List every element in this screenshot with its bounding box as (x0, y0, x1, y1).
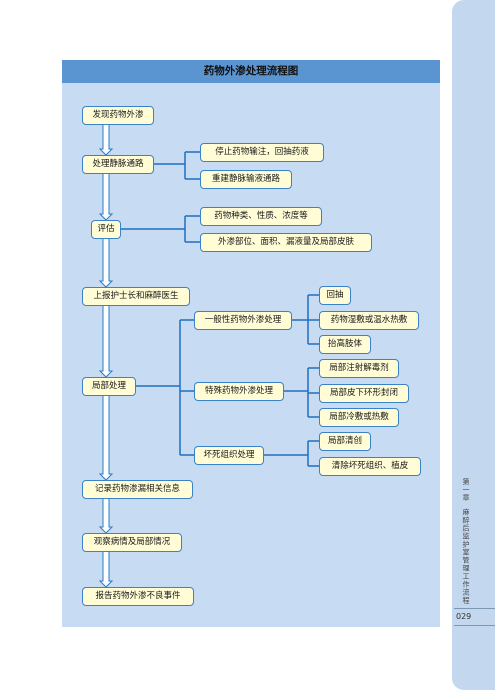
arrow-assess-to-report (98, 239, 114, 288)
general-elevate-limb: 抬高肢体 (319, 335, 371, 354)
side-section: 麻醉后监护室管理工作流程 (462, 508, 470, 605)
step-handle-venous-access: 处理静脉通路 (82, 155, 154, 174)
special-cold-hot-compress: 局部冷敷或热敷 (319, 408, 399, 427)
arrow-local-to-record (98, 396, 114, 481)
general-wet-compress: 药物湿敷或温水热敷 (319, 311, 419, 330)
arrow-observe-to-adverse (98, 552, 114, 588)
step-report-head-nurse: 上报护士长和麻醉医生 (82, 287, 190, 306)
assess-site-area: 外渗部位、面积、漏液量及局部皮肤 (200, 233, 372, 252)
arrow-record-to-observe (98, 499, 114, 534)
necrosis-remove-graft: 清除坏死组织、植皮 (319, 457, 421, 476)
side-chapter-label: 第一章 麻醉后监护室管理工作流程 (461, 478, 471, 604)
page-number-rule-top (454, 608, 495, 609)
category-general: 一般性药物外渗处理 (194, 311, 292, 330)
general-aspirate: 回抽 (319, 286, 351, 305)
step-assess: 评估 (91, 220, 121, 239)
special-ring-block: 局部皮下环形封闭 (319, 384, 409, 403)
flowchart-title: 药物外渗处理流程图 (62, 60, 440, 83)
page-number: 029 (456, 612, 472, 621)
category-necrosis: 坏死组织处理 (194, 446, 264, 465)
action-rebuild-access: 重建静脉输液通路 (200, 170, 292, 189)
step-discover-extravasation: 发现药物外渗 (82, 106, 154, 125)
chapter-side-tab (452, 0, 495, 690)
category-special: 特殊药物外渗处理 (194, 382, 284, 401)
side-chapter: 第一章 (462, 478, 470, 502)
step-local-treatment: 局部处理 (82, 377, 136, 396)
step-record-info: 记录药物渗漏相关信息 (82, 480, 193, 499)
step-report-adverse-event: 报告药物外渗不良事件 (82, 587, 194, 606)
special-antidote-injection: 局部注射解毒剂 (319, 359, 399, 378)
arrow-discover-to-vein (98, 125, 114, 156)
assess-drug-type: 药物种类、性质、浓度等 (200, 207, 322, 226)
arrow-vein-to-assess (98, 174, 114, 221)
action-stop-infusion: 停止药物输注，回抽药液 (200, 143, 324, 162)
page-number-rule-bottom (454, 625, 495, 626)
necrosis-debridement: 局部清创 (319, 432, 371, 451)
step-observe-condition: 观察病情及局部情况 (82, 533, 182, 552)
arrow-report-to-local (98, 306, 114, 378)
